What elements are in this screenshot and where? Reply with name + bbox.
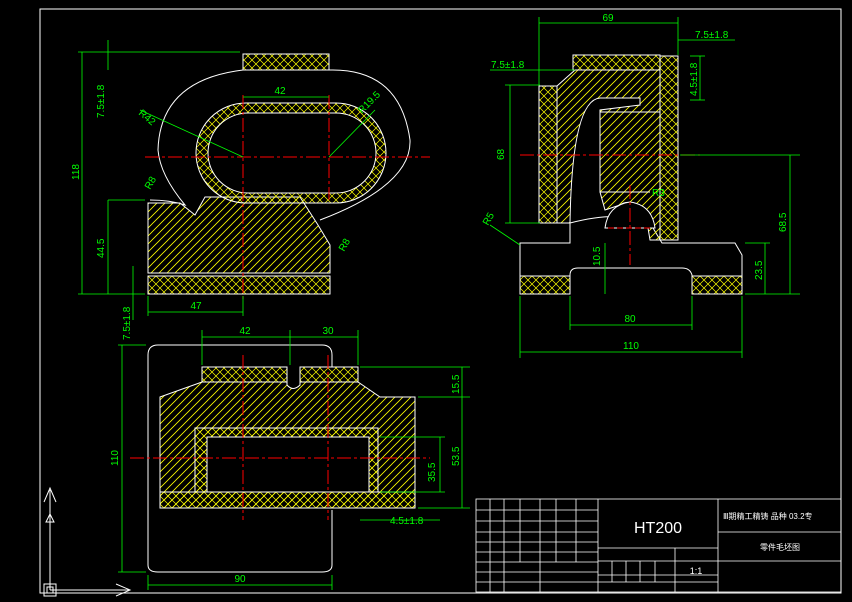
top-outline bbox=[147, 344, 333, 573]
front-bottom-plate bbox=[147, 275, 331, 295]
dim-top-width-right: 30 bbox=[322, 326, 334, 337]
dim-top-wall-top: 15.5 bbox=[451, 374, 462, 394]
dim-side-wall-right: 7.5±1.8 bbox=[695, 30, 729, 41]
sheet-border bbox=[39, 8, 842, 594]
ucs-icon bbox=[43, 486, 132, 597]
top-view: 42 30 110 15.5 35.5 53.5 4.5±1.8 90 bbox=[110, 326, 470, 590]
part-name: 零件毛坯图 bbox=[760, 542, 800, 552]
dim-front-bottom-wall: 7.5±1.8 bbox=[122, 306, 133, 340]
side-view: 69 7.5±1.8 7.5±1.8 4.5±1.8 68 68.5 R3 R5… bbox=[481, 13, 800, 358]
dim-top-height-left: 110 bbox=[110, 450, 121, 466]
dim-front-top-wall: 7.5±1.8 bbox=[96, 84, 107, 118]
scale-label: 1:1 bbox=[690, 566, 703, 576]
dim-side-height-right: 68.5 bbox=[778, 212, 789, 232]
dim-side-radius: R3 bbox=[652, 188, 665, 199]
front-outer-loop bbox=[149, 69, 411, 221]
dim-front-height-total: 118 bbox=[71, 164, 82, 180]
dim-front-width-base: 47 bbox=[190, 301, 202, 312]
front-ring-hole bbox=[207, 112, 377, 194]
dim-side-height-base: 23.5 bbox=[754, 260, 765, 280]
dim-front-height-lower: 44.5 bbox=[96, 238, 107, 258]
title-block bbox=[475, 498, 842, 593]
dim-front-r-left: R8 bbox=[143, 175, 159, 192]
dim-front-r-right: R8 bbox=[337, 237, 353, 254]
dim-front-width-inner: 42 bbox=[274, 86, 286, 97]
dim-top-height-outer: 53.5 bbox=[451, 446, 462, 466]
material-label: HT200 bbox=[634, 520, 682, 537]
dim-side-wall-inner: 4.5±1.8 bbox=[689, 62, 700, 96]
dim-side-width-base: 110 bbox=[623, 341, 639, 352]
front-top-lug bbox=[242, 53, 330, 71]
side-base-outline bbox=[519, 216, 743, 295]
dim-side-height-left: 68 bbox=[496, 148, 507, 160]
dim-side-r-corner: R5 bbox=[481, 211, 497, 228]
dim-side-wall-left: 7.5±1.8 bbox=[491, 60, 525, 71]
dim-side-width-top: 69 bbox=[602, 13, 614, 24]
dim-top-width-left: 42 bbox=[239, 326, 251, 337]
dim-front-radius-outer: R42 bbox=[136, 108, 157, 129]
front-lower-body bbox=[147, 196, 331, 274]
drawing-title: Ⅲ期精工精铸 品种 03.2专 bbox=[723, 511, 813, 521]
dim-top-width-bottom: 90 bbox=[234, 574, 246, 585]
dim-top-height-inner: 35.5 bbox=[427, 462, 438, 482]
dim-side-width-inner: 80 bbox=[624, 314, 636, 325]
dim-front-radius-inner: R19.5 bbox=[356, 89, 383, 116]
front-view: 42 R42 R19.5 7.5±1.8 118 44.5 7.5±1.8 47… bbox=[71, 40, 430, 340]
dim-side-height-small: 10.5 bbox=[592, 246, 603, 266]
dim-top-wall-bottom: 4.5±1.8 bbox=[390, 516, 424, 527]
